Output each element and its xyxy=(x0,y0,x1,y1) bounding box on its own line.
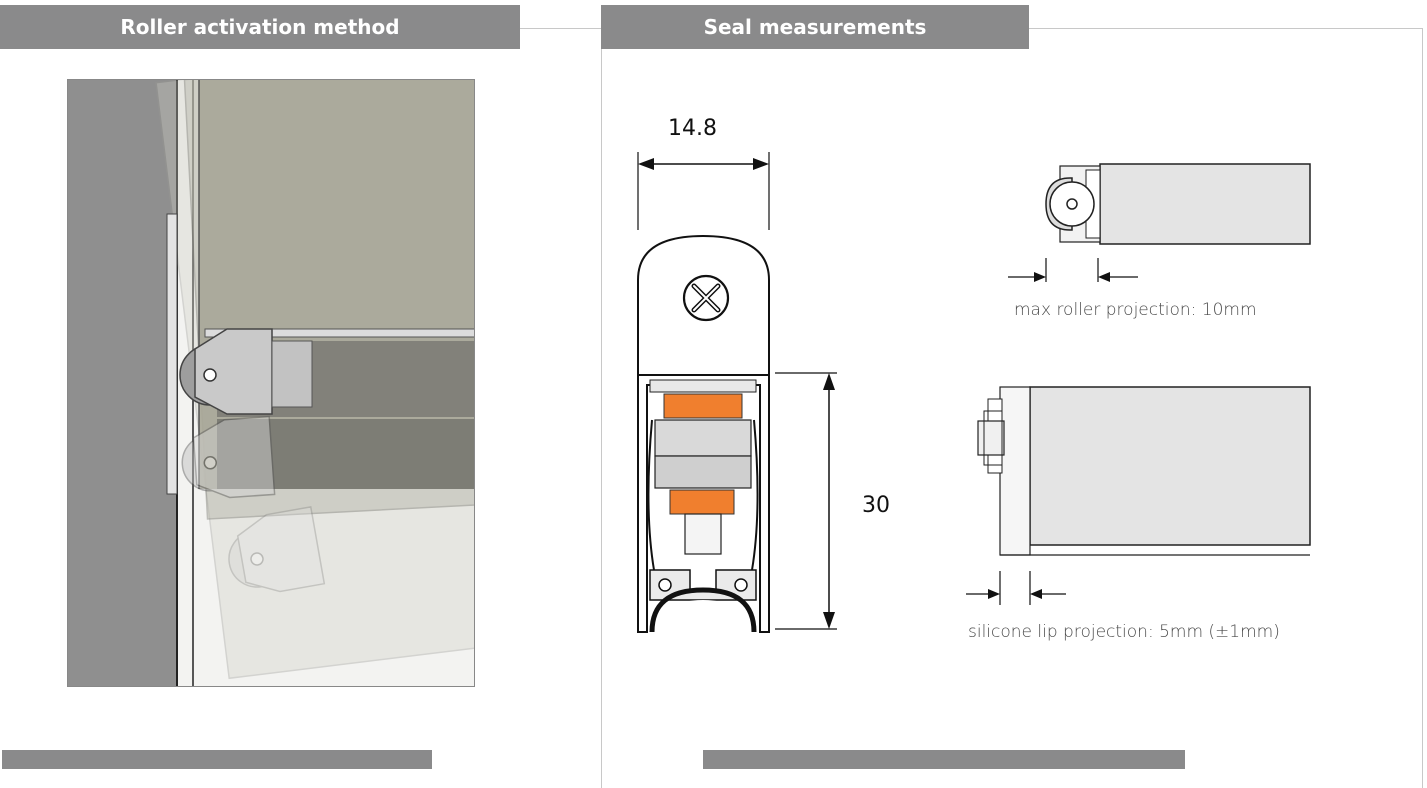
roller-projection-caption: max roller projection: 10mm xyxy=(1014,300,1257,320)
seal-cross-section xyxy=(637,152,770,633)
wall xyxy=(67,79,177,687)
bottom-right-tab xyxy=(703,750,1185,769)
roller-activation-tab: Roller activation method xyxy=(0,5,520,49)
top-rule-left xyxy=(520,28,602,29)
roller-mechanism-ghost-2 xyxy=(228,506,326,593)
roller-mechanism-closed xyxy=(179,328,313,415)
lip-projection-caption: silicone lip projection: 5mm (±1mm) xyxy=(968,622,1280,642)
orange-spacer-bottom xyxy=(669,489,735,515)
roller-projection-detail xyxy=(1008,163,1311,282)
height-dimension-line xyxy=(775,372,837,630)
orange-spacer-top xyxy=(663,393,743,419)
roller-activation-title: Roller activation method xyxy=(120,15,400,39)
roller-activation-illustration xyxy=(67,79,475,687)
strike-plate xyxy=(166,213,178,495)
seal-measurements-title: Seal measurements xyxy=(703,15,927,39)
lip-projection-detail xyxy=(966,386,1311,605)
height-dimension-label: 30 xyxy=(862,493,890,518)
silicone-lip xyxy=(649,587,757,633)
seal-measurements-tab: Seal measurements xyxy=(601,5,1029,49)
roller-mechanism-ghost-1 xyxy=(181,415,276,499)
bottom-left-tab xyxy=(2,750,432,769)
width-dimension-label: 14.8 xyxy=(668,116,717,141)
